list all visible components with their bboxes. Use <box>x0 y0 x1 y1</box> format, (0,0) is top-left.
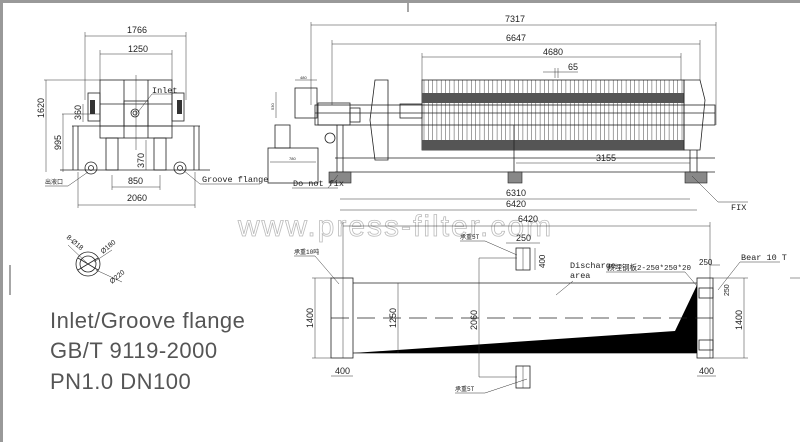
label-left-load: 承重10吨 <box>294 248 319 256</box>
dim-plate-w: 250 <box>699 258 713 267</box>
dim-995: 995 <box>53 135 63 150</box>
dim-4680: 4680 <box>543 47 563 57</box>
label-fix: FIX <box>731 203 746 213</box>
flange-detail: 8-Ø18 Ø180 Ø220 <box>65 234 127 285</box>
side-view: 7317 6647 4680 65 480 530 780 <box>267 14 748 213</box>
dim-6420: 6420 <box>506 199 526 209</box>
flange-pcd: Ø180 <box>100 239 118 255</box>
dim-6420-foundation: 6420 <box>518 214 538 224</box>
frame-top <box>0 0 800 3</box>
plate-pack <box>423 80 683 150</box>
dim-plate-h: 250 <box>724 284 731 296</box>
dim-7317: 7317 <box>505 14 525 24</box>
flange-holes: 8-Ø18 <box>65 234 84 252</box>
dim-unit-w: 780 <box>289 156 296 161</box>
watermark: www.press-filter.com <box>237 210 553 243</box>
dim-box-h: 530 <box>270 103 275 110</box>
label-discharge-line1: Discharge <box>570 261 616 271</box>
dim-box-w: 480 <box>300 75 307 80</box>
dim-6310: 6310 <box>506 188 526 198</box>
dim-2060: 2060 <box>127 193 147 203</box>
dim-pit-h: 400 <box>538 254 547 268</box>
dim-400-left: 400 <box>335 366 350 376</box>
frame-left <box>0 0 3 442</box>
flange-od: Ø220 <box>109 269 127 285</box>
spec-line-1: Inlet/Groove flange <box>50 308 245 333</box>
dim-3155: 3155 <box>596 153 616 163</box>
label-inlet: Inlet <box>152 86 178 96</box>
foundation-plan: 6420 1400 1250 2060 1400 400 400 250 400… <box>294 214 800 394</box>
label-groove-flange: Groove flange <box>202 175 268 185</box>
label-discharge-line2: area <box>570 271 590 281</box>
dim-1250: 1250 <box>128 44 148 54</box>
label-embed-plate: 预埋钢板2-250*250*20 <box>607 262 692 273</box>
dim-370: 370 <box>136 153 146 168</box>
dim-850: 850 <box>128 176 143 186</box>
dim-1250-foundation: 1250 <box>388 308 398 328</box>
dim-360: 360 <box>73 105 83 120</box>
dim-6647: 6647 <box>506 33 526 43</box>
label-do-not-fix: Do not fix <box>293 179 344 189</box>
dim-1400-left: 1400 <box>305 308 315 328</box>
label-pit-top: 承重5T <box>460 233 480 241</box>
label-pit-bottom: 承重5T <box>455 385 475 393</box>
dim-pit-w: 250 <box>516 233 531 243</box>
discharge-slope <box>353 285 697 353</box>
dim-1400-right: 1400 <box>734 310 744 330</box>
dim-400-right: 400 <box>699 366 714 376</box>
dim-2060-foundation: 2060 <box>469 310 479 330</box>
dim-65: 65 <box>568 62 578 72</box>
end-view: 1766 1250 1620 995 360 370 850 2060 Inle… <box>36 25 268 208</box>
label-outlet: 出液口 <box>45 178 63 186</box>
label-bear-10t: Bear 10 T <box>741 253 787 263</box>
spec-line-2: GB/T 9119-2000 <box>50 338 218 363</box>
dim-1620: 1620 <box>36 98 46 118</box>
spec-line-3: PN1.0 DN100 <box>50 369 191 394</box>
dim-1766: 1766 <box>127 25 147 35</box>
